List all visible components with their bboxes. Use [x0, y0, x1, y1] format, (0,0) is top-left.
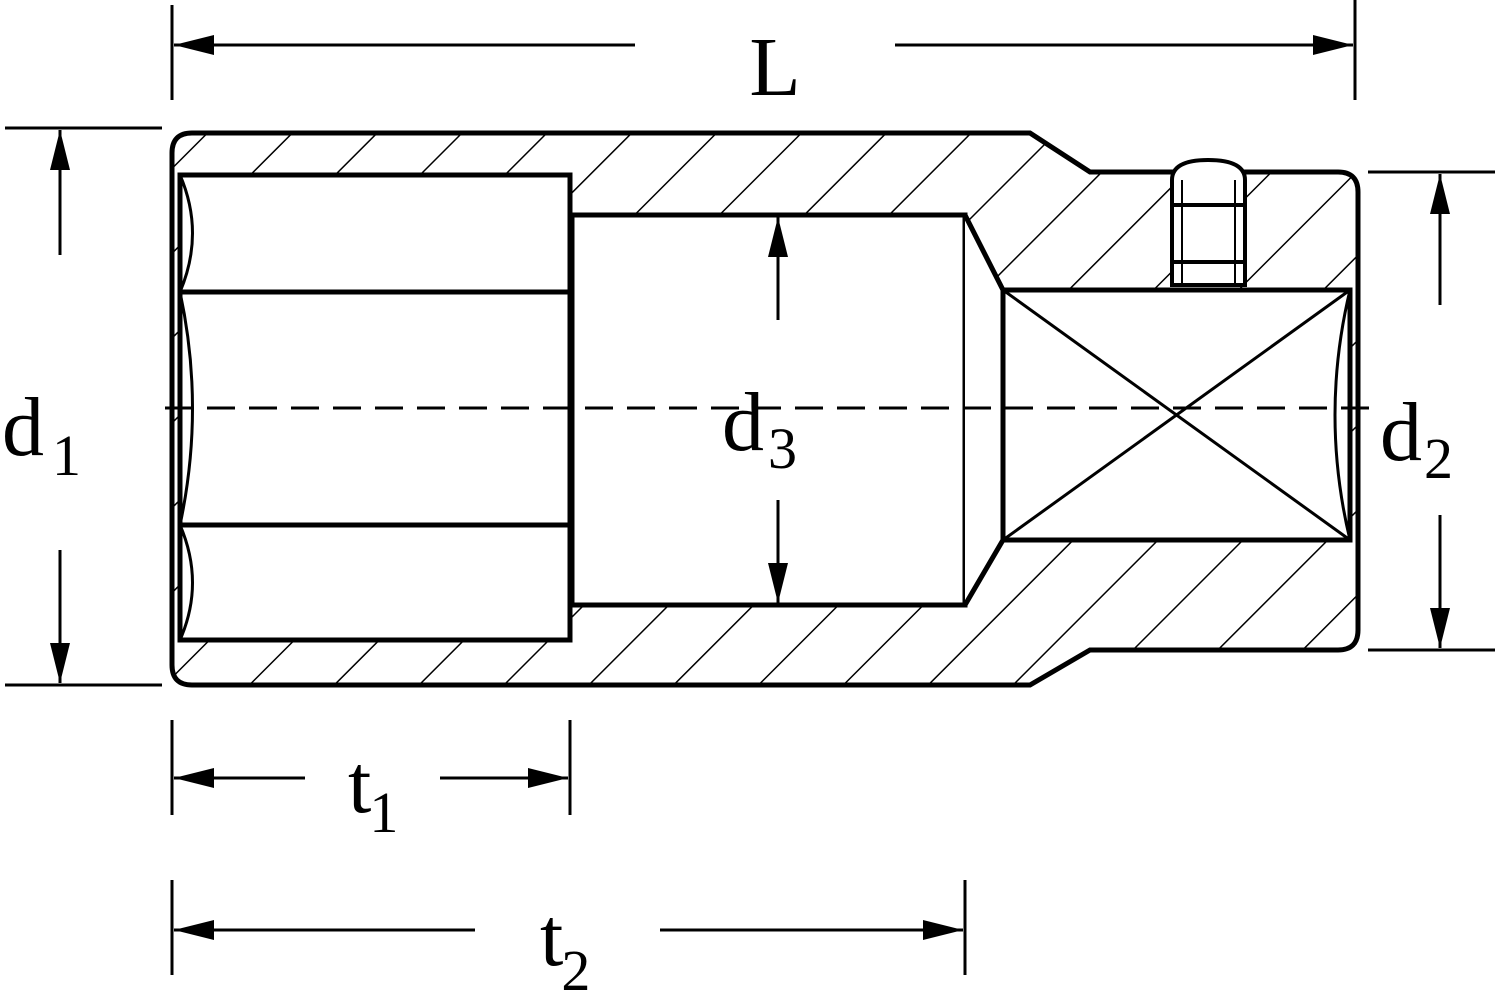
- label-L: L: [749, 21, 800, 114]
- label-d1-subscript: 1: [52, 423, 81, 488]
- label-d2-subscript: 2: [1424, 426, 1453, 491]
- label-d3: d3: [722, 376, 797, 481]
- dimension-lines: [5, 0, 1495, 975]
- label-t2: t2: [540, 891, 590, 999]
- label-d2: d2: [1380, 386, 1453, 491]
- label-t1-letter: t: [348, 738, 371, 831]
- ball-detent: [1170, 157, 1247, 287]
- label-t2-letter: t: [540, 891, 563, 984]
- label-t2-subscript: 2: [561, 938, 590, 999]
- label-t1-subscript: 1: [369, 780, 398, 845]
- label-d3-subscript: 3: [768, 416, 797, 481]
- label-t1: t1: [348, 738, 398, 845]
- socket-wall-section: [172, 133, 1358, 685]
- label-d1-letter: d: [2, 381, 44, 474]
- label-d3-letter: d: [722, 376, 764, 469]
- socket-outline: [169, 130, 1361, 688]
- label-d2-letter: d: [1380, 386, 1422, 479]
